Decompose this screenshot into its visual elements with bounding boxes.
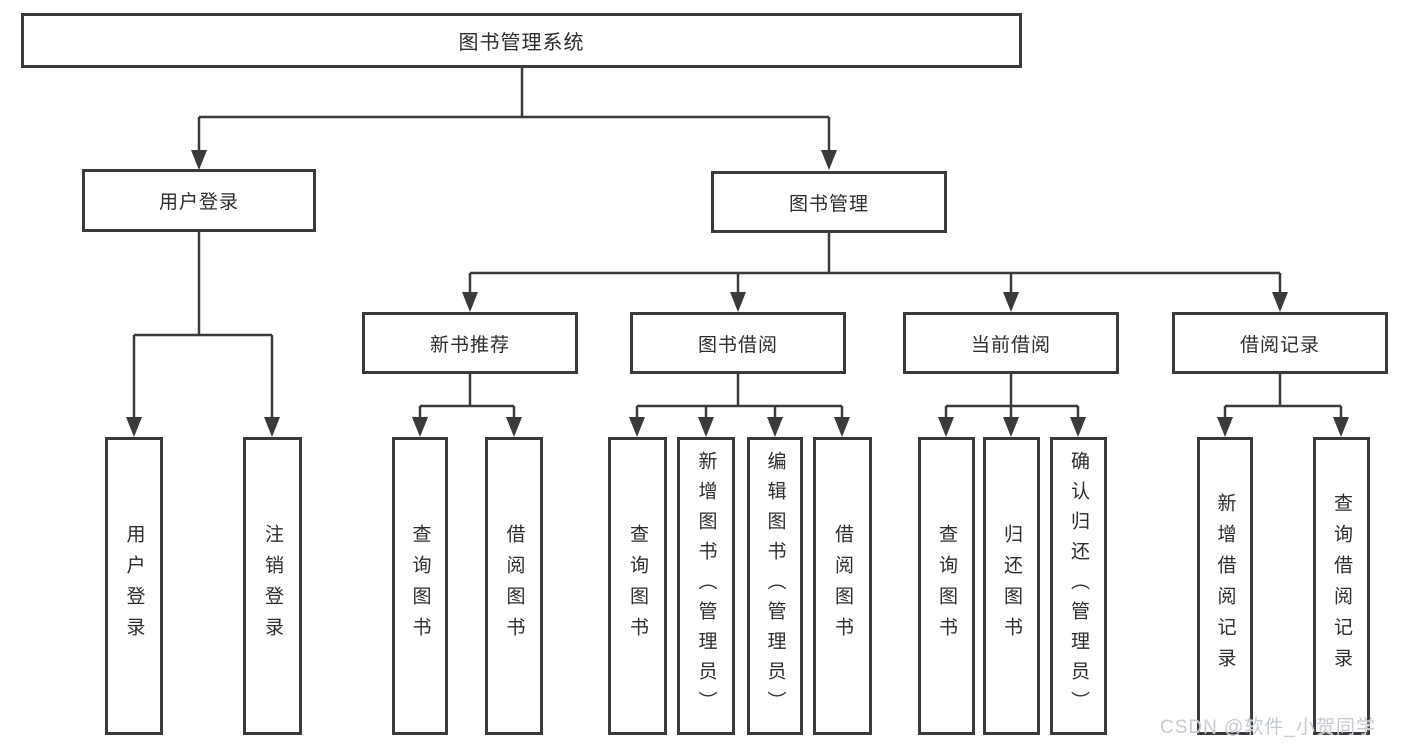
- leaf-add-books-admin: 新增图书（管理员）: [677, 437, 735, 735]
- leaf-borrow-books: 借阅图书: [485, 437, 543, 735]
- node-book-borrowing: 图书借阅: [630, 312, 846, 374]
- leaf-label: 借阅图书: [503, 524, 525, 648]
- leaf-label: 查询图书: [409, 524, 431, 648]
- leaf-label: 借阅图书: [832, 524, 853, 648]
- leaf-label: 新增图书（管理员）: [695, 451, 717, 721]
- leaf-label: 确认归还（管理员）: [1068, 451, 1089, 721]
- leaf-query-books: 查询图书: [608, 437, 667, 735]
- leaf-label: 用户登录: [123, 524, 145, 648]
- node-borrowing-records: 借阅记录: [1172, 312, 1388, 374]
- node-new-book-recommendation: 新书推荐: [362, 312, 578, 374]
- leaf-borrow-books: 借阅图书: [813, 437, 872, 735]
- leaf-label: 注销登录: [262, 524, 283, 648]
- leaf-return-books: 归还图书: [983, 437, 1040, 735]
- leaf-user-login: 用户登录: [105, 437, 163, 735]
- node-book-management-module: 图书管理: [711, 171, 947, 233]
- leaf-logout: 注销登录: [243, 437, 302, 735]
- leaf-confirm-return-admin: 确认归还（管理员）: [1050, 437, 1107, 735]
- node-user-login-module: 用户登录: [82, 169, 316, 232]
- leaf-query-borrow-record: 查询借阅记录: [1313, 437, 1370, 735]
- node-current-borrowing: 当前借阅: [903, 312, 1119, 374]
- csdn-watermark: CSDN @软件_小贺同学: [1160, 717, 1376, 738]
- leaf-edit-books-admin: 编辑图书（管理员）: [747, 437, 803, 735]
- leaf-label: 编辑图书（管理员）: [764, 451, 786, 721]
- leaf-query-books: 查询图书: [918, 437, 975, 735]
- leaf-label: 新增借阅记录: [1214, 493, 1236, 679]
- leaf-add-borrow-record: 新增借阅记录: [1197, 437, 1253, 735]
- arrowheads: [126, 150, 1349, 437]
- leaf-label: 查询图书: [627, 524, 648, 648]
- leaf-query-books: 查询图书: [392, 437, 448, 735]
- leaf-label: 查询借阅记录: [1331, 493, 1352, 679]
- leaf-label: 查询图书: [936, 524, 957, 648]
- leaf-label: 归还图书: [1001, 524, 1022, 648]
- node-library-management-system: 图书管理系统: [21, 13, 1022, 68]
